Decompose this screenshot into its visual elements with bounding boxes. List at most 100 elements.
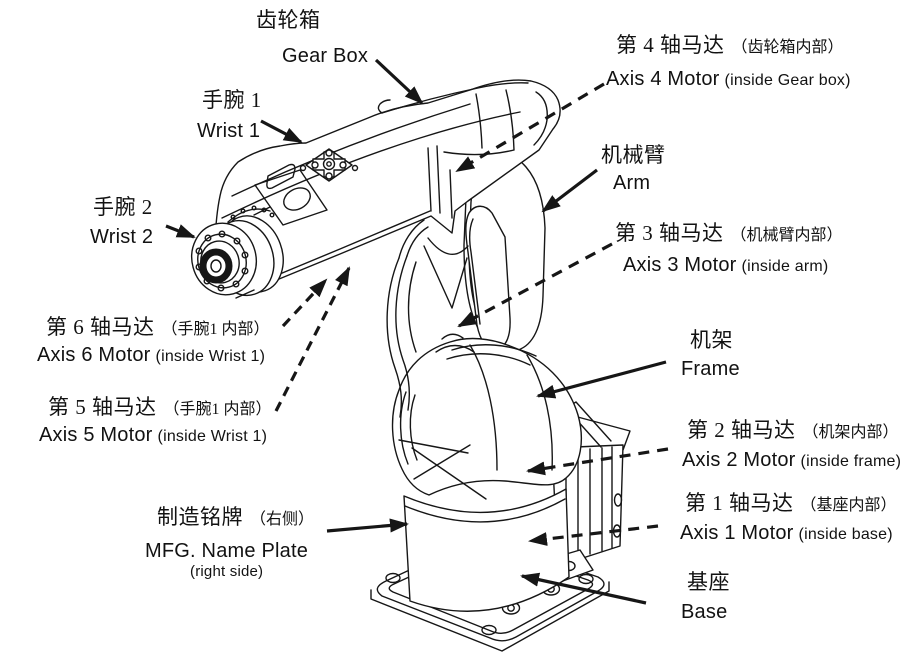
gearbox-slot-line (427, 145, 453, 219)
wrist-top-pad (266, 163, 296, 190)
label-axis-1-cjk: 第 1 轴马达（基座内部） (685, 491, 897, 516)
label-axis-3-en-note: (inside arm) (741, 258, 829, 275)
label-axis-2-cjk-note: （机架内部） (802, 424, 899, 441)
label-base-cjk: 基座 (687, 570, 730, 594)
label-axis-6-en-main: Axis 6 Motor (37, 344, 151, 366)
label-frame-cjk: 机架 (690, 328, 733, 352)
label-axis-1-en-main: Axis 1 Motor (680, 522, 794, 544)
label-frame-en: Frame (681, 358, 740, 380)
label-axis-3-cjk-main: 第 3 轴马达 (615, 221, 724, 245)
label-axis-2-cjk: 第 2 轴马达 （机架内部） (687, 418, 899, 443)
heatsink-bump (613, 493, 623, 507)
axis-3-motor-arrow (457, 242, 613, 328)
label-base-en: Base (681, 601, 728, 623)
plate-bolt-hole (578, 573, 594, 585)
frame-arrow (536, 360, 667, 399)
label-axis-2-en-note: (inside frame) (800, 453, 902, 470)
label-mfg-plate-cjk-main: 制造铭牌 (157, 505, 243, 529)
label-axis-6-cjk-main: 第 6 轴马达 (46, 315, 155, 339)
label-axis-5-cjk: 第 5 轴马达 （手腕1 内部） (48, 395, 272, 420)
cross-center (322, 157, 336, 171)
gearbox-cap-inner (533, 91, 548, 146)
label-axis-4-cjk-main: 第 4 轴马达 (616, 33, 725, 57)
label-mfg-plate-en: MFG. Name Plate (145, 540, 309, 562)
axis-6-motor-arrow (281, 278, 328, 328)
label-axis-6-cjk: 第 6 轴马达 （手腕1 内部） (46, 315, 270, 340)
wrist-cross-fitting (299, 148, 359, 182)
label-axis-3-cjk-note: （机械臂内部） (730, 227, 843, 244)
casting-fork-arc (427, 237, 469, 255)
wrist2-arc-dot (269, 212, 275, 218)
frame-left-contour (399, 391, 418, 465)
flange-bolt (232, 280, 240, 288)
label-axis-5-cjk-main: 第 5 轴马达 (48, 395, 157, 419)
cross-bolt (325, 172, 333, 180)
label-mfg-plate-cjk-note: （右侧） (250, 511, 315, 528)
wrist-bottom-inner-line (262, 210, 431, 282)
label-axis-4-en-main: Axis 4 Motor (606, 68, 720, 90)
label-gear-box-en: Gear Box (282, 45, 369, 67)
flange-bolt (233, 237, 241, 245)
wrist2-arc-dot (261, 207, 267, 213)
cross-bolt (339, 161, 347, 169)
label-axis-2-cjk-main: 第 2 轴马达 (687, 418, 796, 442)
label-axis-3-en: Axis 3 Motor(inside arm) (623, 254, 828, 276)
wrist2-arc-dot (240, 208, 246, 214)
mfg-name-plate-arrow (326, 518, 409, 533)
cross-bolt (311, 161, 319, 169)
arm-shells (463, 153, 546, 357)
label-axis-3-en-main: Axis 3 Motor (623, 254, 737, 276)
frame-outline (391, 337, 583, 496)
label-axis-6-en: Axis 6 Motor(inside Wrist 1) (37, 344, 265, 366)
label-axis-1-cjk-note: （基座内部） (800, 497, 897, 514)
gearbox-hump-step (377, 99, 391, 114)
wrist2-arc-dot (230, 214, 236, 220)
label-gear-box-cjk: 齿轮箱 (256, 8, 321, 32)
label-axis-4-en-note: (inside Gear box) (724, 72, 851, 89)
casting-s-curve (386, 257, 403, 418)
frame-shelf-line (398, 439, 469, 454)
label-axis-5-cjk-note: （手腕1 内部） (163, 401, 272, 418)
label-axis-6-cjk-note: （手腕1 内部） (161, 321, 270, 338)
label-axis-3-cjk: 第 3 轴马达 （机械臂内部） (615, 221, 843, 246)
cross-corner-screw (299, 164, 307, 172)
axis-2-motor-arrow (526, 447, 669, 476)
label-axis-1-en-note: (inside base) (798, 526, 893, 543)
label-axis-2-en-main: Axis 2 Motor (682, 449, 796, 471)
gear-box-arrow (374, 58, 424, 105)
flange-dark-ring (199, 248, 233, 284)
label-axis-5-en: Axis 5 Motor(inside Wrist 1) (39, 424, 267, 446)
plate-bolt-hole (385, 572, 401, 584)
flange-bolt (217, 284, 225, 292)
label-mfg-plate-cjk: 制造铭牌 （右侧） (157, 505, 315, 530)
label-axis-5-en-main: Axis 5 Motor (39, 424, 153, 446)
cross-center-hole (326, 161, 332, 167)
flange-center-hole (210, 259, 222, 273)
label-wrist-1-cjk: 手腕 1 (202, 88, 262, 112)
flange-bolt (204, 234, 212, 242)
wrist-gearbox-body (214, 79, 561, 291)
label-axis-5-en-note: (inside Wrist 1) (157, 428, 268, 445)
wrist2-arc-dot (251, 205, 257, 211)
frame-brace (411, 444, 487, 500)
flange-bolt (218, 230, 226, 238)
flange-bolt-ring (197, 233, 247, 289)
wrist2-flange (191, 205, 284, 299)
wrist-2-arrow (165, 224, 196, 239)
base-plate-thickness (370, 581, 610, 652)
base-column-rim-line (404, 498, 566, 523)
flange-bolt (241, 267, 249, 275)
wrist-facet (254, 169, 328, 226)
axis-5-motor-arrow (274, 266, 351, 412)
axis-4-motor-arrow (455, 82, 605, 173)
label-wrist-2-cjk: 手腕 2 (93, 195, 153, 219)
base-arrow (520, 572, 647, 605)
gearbox-hump-line (381, 82, 529, 114)
gearbox-ridge-line (221, 111, 521, 219)
label-axis-6-en-note: (inside Wrist 1) (155, 348, 266, 365)
wrist-facet-hole (283, 187, 311, 211)
label-axis-4-cjk-note: （齿轮箱内部） (731, 39, 844, 56)
frame-saddle (435, 333, 475, 353)
